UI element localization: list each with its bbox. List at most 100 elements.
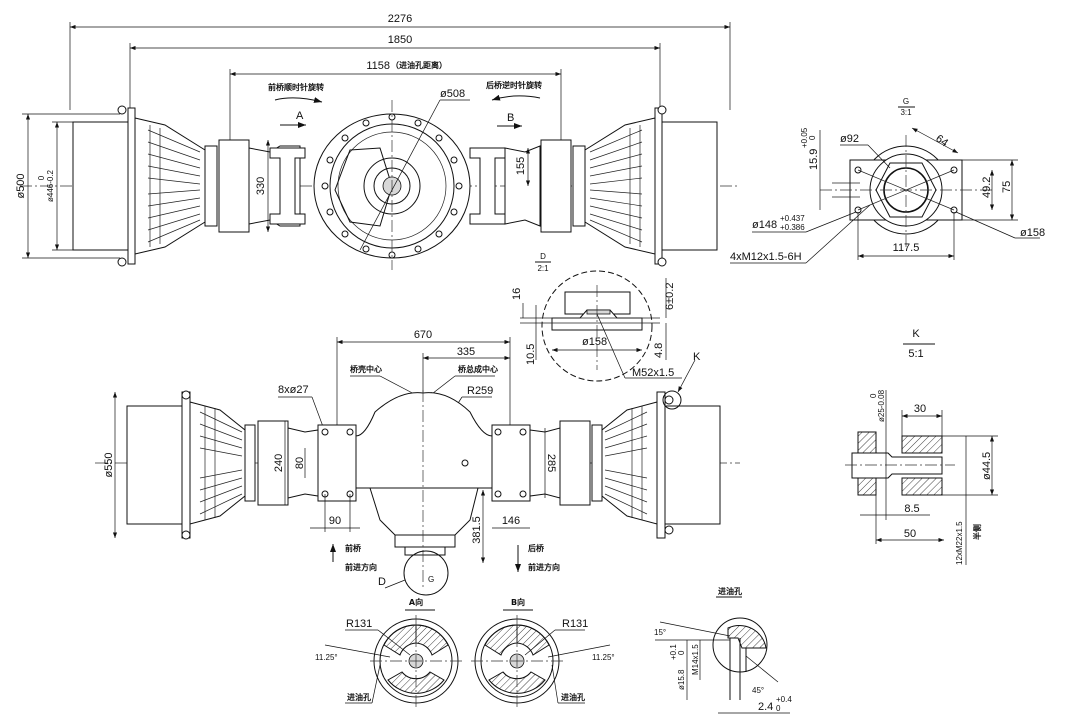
dia-446-tol: 0: [37, 175, 46, 180]
view-b-radius: R131: [562, 618, 588, 630]
front-view: 670 335 桥壳中心 桥总成中心 R259 8xø27: [95, 329, 740, 596]
view-b-label: B向: [511, 597, 525, 607]
detail-d-label: D: [540, 252, 546, 261]
k-dia-44-5: ø44.5: [981, 452, 993, 480]
view-b-angle: 11.25°: [592, 653, 615, 662]
dim-155: 155: [515, 157, 527, 175]
dim-146: 146: [502, 515, 520, 527]
housing-bolts: [321, 113, 463, 259]
view-a-oil-hole: 进油孔: [347, 692, 371, 702]
detail-k-callout: K: [693, 351, 701, 363]
view-b: B向 R131 11.25° 进油孔: [471, 597, 615, 710]
right-spring-seat: [491, 424, 531, 502]
g-dia-148: ø148: [752, 219, 777, 231]
g-dia-158: ø158: [1020, 227, 1045, 239]
d-dim-6: 6±0.2: [664, 283, 676, 310]
oil-hole-detail: 进油孔 15° ø15.8 +0.1 0 M14x1.5 45° 2.4 +0.…: [654, 586, 792, 714]
view-a: A向 R131 11.25° 进油孔: [315, 597, 462, 710]
oil-tol-15-8-upper: +0.1: [669, 644, 678, 660]
dim-330: 330: [255, 177, 267, 195]
d-dia-158: ø158: [582, 336, 607, 348]
detail-k-label: K: [912, 328, 920, 340]
holes-8x27: 8xø27: [278, 384, 309, 396]
right-hub-fins: [584, 117, 656, 255]
left-spring-seat: [317, 424, 357, 502]
assembly-center-note: 桥总成中心: [458, 364, 498, 374]
d-dim-4-8: 4.8: [653, 343, 665, 358]
front-rotation-arrow: [274, 97, 323, 103]
g-dim-15-9: 15.9: [808, 149, 820, 170]
detail-k-marker: [662, 390, 682, 410]
dia-508: ø508: [440, 88, 465, 100]
g-dia-92: ø92: [840, 133, 859, 145]
oil-15-deg: 15°: [654, 628, 666, 637]
front-left-hub-drum: [126, 405, 183, 525]
d-thread: M52x1.5: [632, 367, 674, 379]
dim-1158-note: （进油孔距离）: [391, 60, 447, 70]
g-thread-note: 4xM12x1.5-6H: [730, 251, 802, 263]
k-thread: 12xM22x1.5: [955, 521, 964, 565]
front-right-hub-drum: [664, 405, 721, 525]
forward-dir-front: 前进方向: [345, 562, 377, 572]
oil-tol-15-8-lower: 0: [677, 650, 686, 655]
oil-thread: M14x1.5: [691, 644, 700, 675]
dim-80: 80: [294, 457, 306, 469]
detail-g-callout: G: [428, 575, 434, 584]
front-rotation-note: 前桥顺时针旋转: [268, 82, 324, 92]
left-hub-drum: [72, 121, 129, 251]
dim-670: 670: [414, 329, 432, 341]
g-tol-148-lower: +0.386: [780, 223, 805, 232]
dim-335: 335: [457, 346, 475, 358]
oil-dia-15-8: ø15.8: [677, 669, 686, 690]
detail-d: D 2:1 16 10.5 6±0.2 4.8 ø158 M52x1.5: [511, 252, 682, 382]
k-dim-8-5: 8.5: [904, 503, 919, 515]
front-center-housing: [355, 392, 493, 489]
detail-d-scale: 2:1: [537, 264, 549, 273]
view-arrow-b-label: B: [507, 112, 514, 124]
rear-rotation-note: 后桥逆时针旋转: [486, 80, 542, 90]
differential-housing: [369, 487, 479, 536]
oil-dim-2-4: 2.4: [758, 701, 773, 713]
dia-550: ø550: [103, 452, 115, 477]
k-thread-note: 半侧: [972, 524, 982, 540]
oil-45-deg: 45°: [752, 686, 764, 695]
dim-1158: 1158: [366, 60, 390, 72]
view-a-label: A向: [409, 597, 423, 607]
left-arm-flange: [218, 139, 250, 233]
left-hub-flange: [127, 107, 136, 265]
dia-500: ø500: [15, 173, 27, 198]
dim-381-5: 381.5: [471, 516, 483, 544]
detail-d-marker: [403, 550, 449, 596]
left-hub-fins: [134, 117, 206, 255]
view-b-oil-hole: 进油孔: [561, 692, 585, 702]
view-a-radius: R131: [346, 618, 372, 630]
dim-285: 285: [545, 454, 557, 472]
detail-k: K 5:1 ø25-0.08 0 30 ø44.5 8.5 50 12xM22x…: [845, 328, 998, 565]
rear-axle-label: 后桥: [528, 543, 545, 553]
radius-259: R259: [467, 385, 493, 397]
k-tol-25: 0: [869, 393, 878, 398]
right-hub-drum: [661, 121, 718, 251]
k-dia-25: ø25-0.08: [877, 389, 886, 422]
detail-g: G 3:1 ø92 64 15.9 +0.05 0 49.2 75 ø148 +…: [730, 97, 1045, 264]
detail-d-callout: D: [378, 576, 386, 588]
right-arm-flange: [540, 139, 572, 233]
dim-2276: 2276: [388, 13, 412, 25]
d-dim-16: 16: [511, 288, 523, 300]
top-view: 2276 1850 1158 （进油孔距离） 前桥顺时针旋转 后桥逆时针旋转 A…: [15, 13, 740, 270]
dim-1850: 1850: [388, 34, 412, 46]
g-tol-15-9-upper: +0.05: [800, 127, 809, 148]
k-stud: [851, 452, 943, 479]
left-i-beam: [269, 147, 306, 225]
g-dim-49-2: 49.2: [981, 177, 993, 198]
dim-240: 240: [273, 454, 285, 472]
oil-tol-2-4-upper: +0.4: [776, 695, 792, 704]
k-dim-30: 30: [914, 403, 926, 415]
axle-center-note: 桥壳中心: [350, 364, 382, 374]
rear-rotation-arrow: [491, 94, 541, 101]
d-dim-10-5: 10.5: [525, 344, 537, 365]
dia-446: ø446-0.2: [46, 169, 55, 202]
g-tol-148-upper: +0.437: [780, 214, 805, 223]
g-dim-117-5: 117.5: [893, 242, 920, 254]
